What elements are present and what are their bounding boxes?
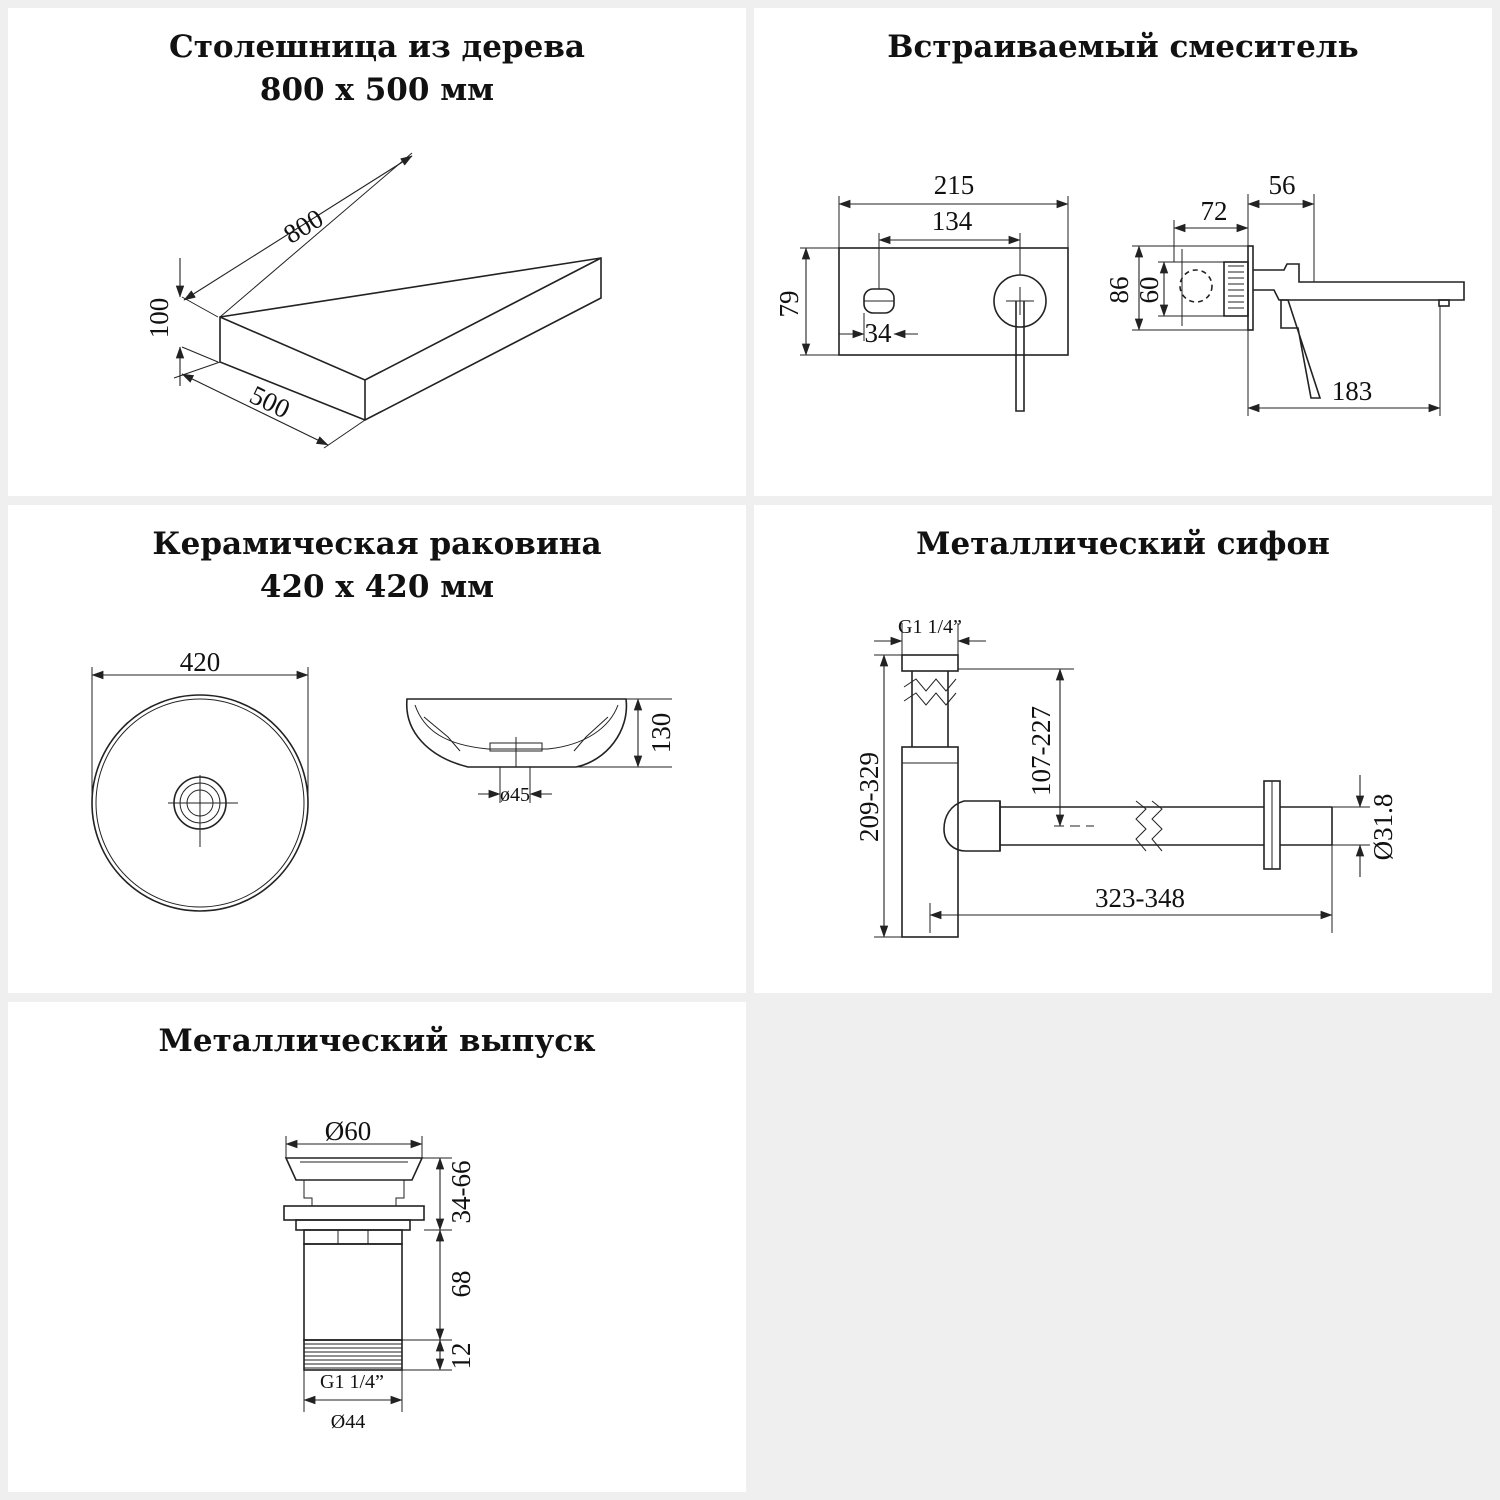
- dim-100-label: 100: [144, 298, 174, 339]
- dim-56-label: 56: [1269, 170, 1296, 200]
- basin-title-line2: 420 х 420 мм: [259, 569, 495, 605]
- mixer-side-spout: [1253, 263, 1465, 301]
- countertop-title-line1: Столешница из дерева: [169, 29, 585, 65]
- dim-length-range-label: 323-348: [1095, 883, 1185, 913]
- dim-183-label: 183: [1332, 376, 1373, 406]
- dim-top-label: Ø60: [325, 1116, 372, 1146]
- dim-34-label: 34: [865, 318, 893, 348]
- countertop-drawing: 800 100 500: [144, 152, 602, 449]
- countertop-outline: [219, 257, 602, 421]
- siphon-title: Металлический сифон: [916, 526, 1330, 562]
- mixer-title: Встраиваемый смеситель: [887, 29, 1359, 65]
- basin-title: Керамическая раковина 420 х 420 мм: [8, 523, 746, 609]
- dim-86-label: 86: [1104, 277, 1134, 304]
- drain-cap: [284, 1157, 424, 1181]
- dim-800-label: 800: [278, 203, 328, 250]
- dim-line-500: [181, 373, 329, 446]
- panel-basin: Керамическая раковина 420 х 420 мм 420 1…: [8, 505, 746, 993]
- mixer-lever: [1015, 301, 1025, 412]
- dim-pipe-label: Ø31.8: [1368, 794, 1398, 861]
- dim-500-label: 500: [245, 380, 295, 425]
- mixer-side-plate: [1247, 245, 1254, 331]
- basin-side-outer: [406, 698, 628, 768]
- dim-height-range-label: 209-329: [854, 752, 884, 842]
- dim-line-800: [183, 155, 413, 301]
- panel-drain: Металлический выпуск Ø60 34-66 68 12: [8, 1002, 746, 1492]
- dim-body-label: 68: [446, 1271, 476, 1298]
- siphon-bottle: [901, 746, 959, 938]
- countertop-edges: [219, 257, 602, 420]
- dim-134-label: 134: [932, 206, 973, 236]
- panel-siphon: Металлический сифон: [754, 505, 1492, 993]
- siphon-drawing: G1 1/4” 209-329 107-227 323-348 Ø31.8: [854, 616, 1398, 938]
- dim-bottom-label: Ø44: [331, 1411, 365, 1433]
- drain-body: [303, 1243, 403, 1341]
- basin-drawing: 420 130 ø45: [91, 647, 676, 912]
- dim-130-label: 130: [646, 713, 676, 754]
- panel-mixer: Встраиваемый смеситель 215 134 79 34: [754, 8, 1492, 496]
- siphon-elbow: [943, 800, 1001, 852]
- dim-79-label: 79: [774, 291, 804, 318]
- drain-nut: [303, 1229, 403, 1245]
- siphon-inlet-nut: [901, 654, 959, 672]
- countertop-title-line2: 800 х 500 мм: [259, 72, 495, 108]
- countertop-title: Столешница из дерева 800 х 500 мм: [8, 26, 746, 112]
- dim-thread-label: G1 1/4”: [320, 1371, 384, 1393]
- mixer-drawing: 215 134 79 34 56 72 86 60 183: [774, 170, 1465, 416]
- dim-72-label: 72: [1201, 196, 1228, 226]
- dim-60-label: 60: [1134, 277, 1164, 304]
- dim-215-label: 215: [934, 170, 975, 200]
- panel-countertop: Столешница из дерева 800 х 500 мм 800 10…: [8, 8, 746, 496]
- mixer-side-lever: [1280, 299, 1322, 399]
- dim-420-label: 420: [180, 647, 221, 677]
- drain-drawing: Ø60 34-66 68 12 G1 1/4” Ø44: [283, 1116, 476, 1433]
- dim-thread-label: G1 1/4”: [898, 616, 962, 638]
- dim-adjust-label: 34-66: [446, 1161, 476, 1224]
- dim-thread-len-label: 12: [446, 1343, 476, 1370]
- drain-thread: [303, 1339, 403, 1371]
- mixer-side-body-hidden: [1179, 269, 1213, 303]
- dim-inlet-range-label: 107-227: [1026, 706, 1056, 796]
- dim-45-label: ø45: [500, 784, 530, 806]
- drain-flange: [283, 1205, 425, 1221]
- basin-title-line1: Керамическая раковина: [152, 526, 602, 562]
- drain-title: Металлический выпуск: [158, 1023, 596, 1059]
- mixer-front-plate: [838, 247, 1069, 356]
